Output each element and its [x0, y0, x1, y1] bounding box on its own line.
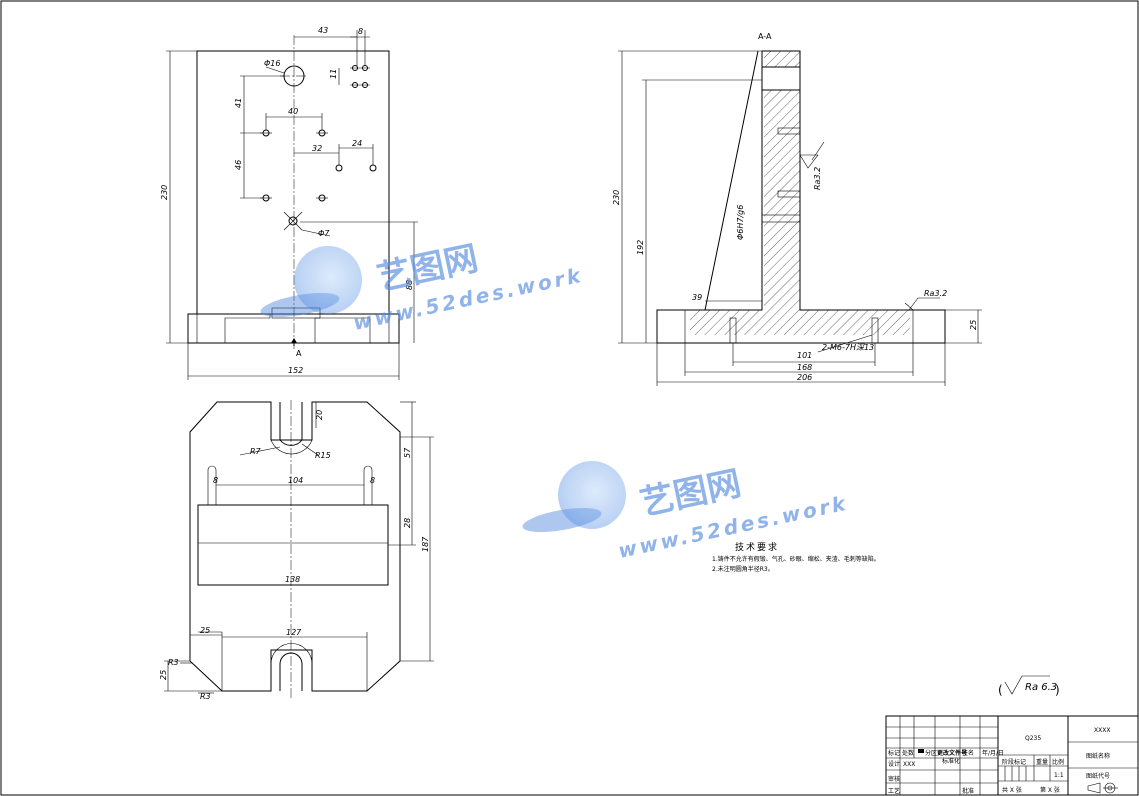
- tb-drawing-name: 图纸名称: [1086, 752, 1110, 760]
- dim-phi16: Φ16: [264, 59, 280, 68]
- tb-material: Q235: [1025, 735, 1041, 742]
- top-dim-138: 138: [285, 575, 300, 584]
- top-dim-8a: 8: [213, 476, 218, 485]
- tb-sheets-total: 共 X 张: [1002, 786, 1022, 794]
- top-rib: [197, 504, 389, 586]
- top-dim-r3a: R3: [168, 658, 179, 667]
- tb-std-label: 标准化: [942, 757, 960, 765]
- dim-24: 24: [352, 139, 362, 148]
- dim-43: 43: [318, 26, 328, 35]
- sec-dim-206: 206: [797, 373, 812, 382]
- dim-230-front: 230: [160, 185, 169, 200]
- sec-dim-bore: Φ6H7/g6: [736, 205, 745, 240]
- sec-dim-230: 230: [612, 190, 621, 205]
- top-outline: [189, 401, 401, 692]
- tech-req-title: 技术要求: [735, 541, 779, 553]
- tech-req-line1: 1.铸件不允许有假锻、气孔、砂眼、缩松、夹渣、毛刺等缺陷。: [712, 555, 880, 563]
- sec-dim-39: 39: [692, 293, 702, 302]
- watermark-1: 艺图网 www.52des.work: [260, 238, 585, 335]
- watermark-globe-icon: [558, 461, 626, 529]
- sec-dim-168: 168: [797, 363, 812, 372]
- section-view: A-A: [612, 32, 982, 386]
- roughness-value: Ra 6.3: [1025, 682, 1057, 693]
- tb-scale-label: 比例: [1052, 758, 1064, 766]
- tb-weight-label: 重量: [1036, 758, 1048, 766]
- tb-sheet-no: 第 X 张: [1040, 786, 1060, 794]
- projection-symbol-icon: [1087, 782, 1118, 794]
- dim-8: 8: [358, 27, 363, 36]
- watermark-2: 艺图网 www.52des.work: [522, 461, 850, 563]
- dim-46: 46: [234, 160, 243, 170]
- tb-approve-label: 批准: [962, 787, 974, 795]
- front-view: 43 8 Φ16 11 41 40 32 24 46 Φ7 230 88 152…: [160, 26, 418, 380]
- technical-requirements: 技术要求 1.铸件不允许有假锻、气孔、砂眼、缩松、夹渣、毛刺等缺陷。 2.未注明…: [712, 541, 880, 573]
- sec-dim-thread: 2-M6-7H深13: [822, 343, 874, 352]
- tb-company: XXXX: [1094, 727, 1110, 734]
- tb-review-label: 审核: [888, 775, 900, 783]
- dim-88: 88: [405, 280, 414, 290]
- svg-text:(: (: [998, 683, 1003, 697]
- tb-mark: 标记: [888, 749, 900, 757]
- top-dim-187: 187: [421, 536, 430, 552]
- top-dim-25: 25: [200, 626, 210, 635]
- dim-32: 32: [312, 144, 322, 153]
- tb-stage-label: 阶段标记: [1002, 758, 1026, 766]
- tb-change: 更改文件号: [937, 749, 967, 757]
- top-dim-20: 20: [315, 410, 324, 420]
- sec-ra32-base: Ra3.2: [924, 289, 947, 298]
- tb-design-name: XXX: [903, 761, 915, 768]
- tb-process-label: 工艺: [888, 787, 900, 795]
- section-hatch-base: [690, 310, 910, 335]
- tb-date: 年/月/日: [982, 749, 1004, 757]
- top-view: 20 R7 R15 8 104 8 57 28 187 138 25 127 2…: [159, 400, 434, 701]
- dim-phi7: Φ7: [318, 229, 330, 238]
- section-hatch-upright: [764, 90, 800, 310]
- dim-40: 40: [288, 107, 298, 116]
- top-dim-r15: R15: [315, 451, 331, 460]
- dim-41: 41: [234, 98, 243, 108]
- top-dim-104: 104: [288, 476, 303, 485]
- top-dim-57: 57: [403, 447, 412, 458]
- section-arrow-label: A: [296, 349, 302, 358]
- tb-zone: 分区: [925, 749, 937, 757]
- top-dim-r7: R7: [250, 447, 262, 456]
- title-block: 标记 处数 分区 更改文件号 签名 年/月/日 设计 XXX 标准化 审核 工艺…: [885, 715, 1139, 796]
- section-label: A-A: [758, 32, 772, 41]
- top-dim-8b: 8: [370, 476, 375, 485]
- sec-dim-192: 192: [636, 240, 645, 255]
- tb-drawing-code: 图纸代号: [1086, 772, 1110, 780]
- tb-count: 处数: [902, 749, 914, 757]
- svg-text:): ): [1055, 683, 1060, 697]
- tb-scale-value: 1:1: [1054, 772, 1064, 779]
- sec-ra32-upright: Ra3.2: [813, 167, 822, 190]
- dim-11: 11: [329, 69, 338, 79]
- tech-req-line2: 2.未注明圆角半径R3。: [712, 565, 774, 573]
- roughness-note: ( Ra 6.3 ): [998, 675, 1060, 697]
- top-dim-25v: 25: [159, 670, 168, 680]
- watermark-globe-icon: [294, 246, 362, 314]
- top-dim-r3b: R3: [200, 692, 211, 701]
- sec-dim-25: 25: [969, 320, 978, 330]
- rib-line: [704, 50, 759, 311]
- tb-design-label: 设计: [888, 760, 900, 768]
- top-dim-127: 127: [286, 628, 302, 637]
- dim-152: 152: [288, 366, 303, 375]
- tb-sign: 签名: [962, 749, 974, 757]
- sec-dim-101: 101: [797, 351, 812, 360]
- top-dim-28: 28: [403, 518, 412, 528]
